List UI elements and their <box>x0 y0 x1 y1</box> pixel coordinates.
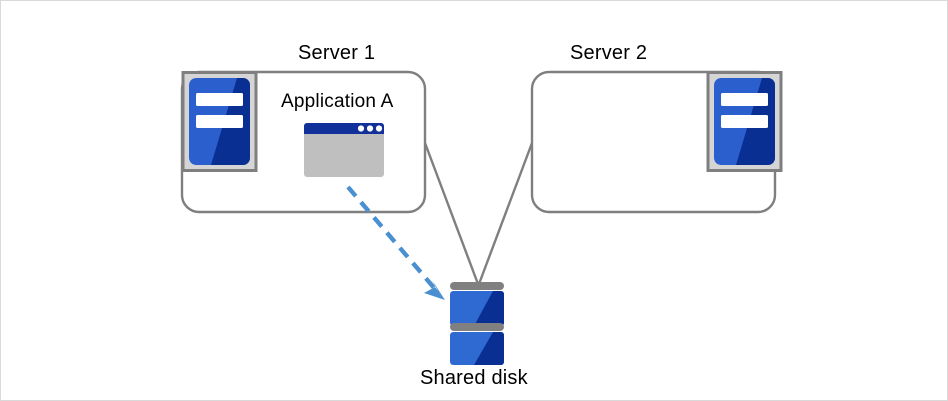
application-a-title: Application A <box>281 91 394 112</box>
window-dot-3 <box>375 125 383 132</box>
server1-icon-bar-top <box>196 93 243 106</box>
connector-server1-to-disk <box>423 142 480 285</box>
application-window-icon <box>304 123 384 177</box>
server2-title: Server 2 <box>570 42 648 64</box>
connector-server2-to-disk <box>477 142 534 285</box>
window-dot-2 <box>366 125 374 132</box>
server2-icon-bar-top <box>721 93 768 106</box>
shared-disk-title: Shared disk <box>420 367 528 389</box>
disk-bar-middle <box>450 323 504 331</box>
disk-bar-top <box>450 282 504 290</box>
connector-application-a-to-disk <box>346 185 445 300</box>
shared-disk-icon <box>450 282 504 365</box>
server2-icon-bar-bottom <box>721 115 768 128</box>
window-dot-1 <box>357 125 365 132</box>
server1-title: Server 1 <box>298 42 376 64</box>
server1-icon-bar-bottom <box>196 115 243 128</box>
